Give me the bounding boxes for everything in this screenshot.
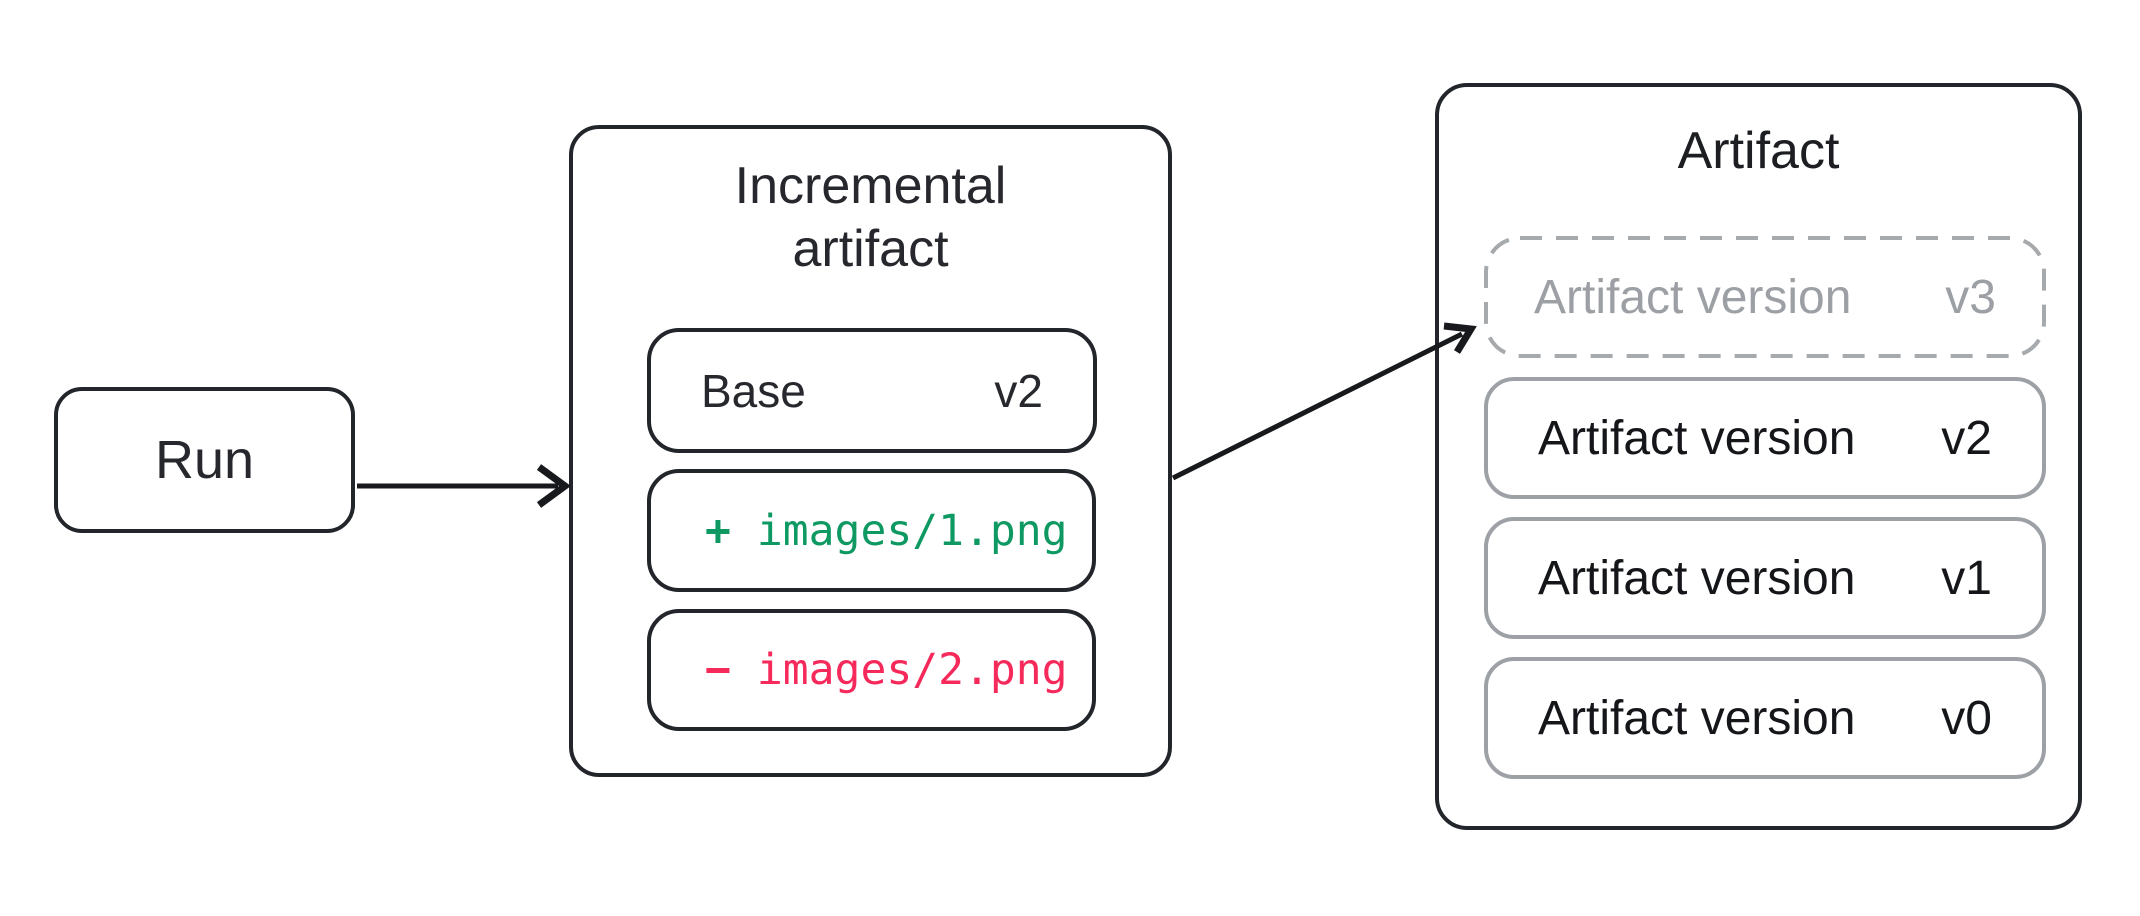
version-number: v2 [1941,411,1992,465]
version-number: v0 [1941,691,1992,745]
artifact-version-row-v0: Artifact version v0 [1484,657,2046,779]
artifact-title: Artifact [1677,122,1840,180]
artifact-version-row-v2: Artifact version v2 [1484,377,2046,499]
base-version-row: Base v2 [647,328,1097,453]
added-file-row: + images/1.png [647,469,1096,592]
minus-icon: − [705,645,731,695]
version-label: Artifact version [1538,691,1856,745]
version-label: Artifact version [1538,551,1856,605]
base-label: Base [701,364,806,417]
removed-file-path: images/2.png [756,645,1068,695]
artifact-node: Artifact Artifact version v3 Artifact ve… [1435,83,2082,830]
base-version: v2 [994,364,1043,417]
added-file-path: images/1.png [756,505,1068,556]
version-number: v3 [1945,270,1996,324]
version-number: v1 [1941,551,1992,605]
arrow-incremental-to-artifact [1171,322,1477,481]
run-node: Run [54,387,355,533]
version-label: Artifact version [1538,411,1856,465]
removed-file-row: − images/2.png [647,609,1096,731]
incremental-artifact-node: Incremental artifact Base v2 + images/1.… [569,125,1172,777]
title-line-2: artifact [792,220,949,279]
plus-icon: + [705,505,731,556]
artifact-version-row-v1: Artifact version v1 [1484,517,2046,639]
arrow-run-to-incremental [357,464,571,508]
version-label: Artifact version [1534,270,1852,324]
run-label: Run [154,430,255,490]
title-line-1: Incremental [734,157,1007,215]
artifact-version-row-v3-pending: Artifact version v3 [1484,236,2046,358]
incremental-artifact-title: Incremental artifact [573,155,1168,282]
